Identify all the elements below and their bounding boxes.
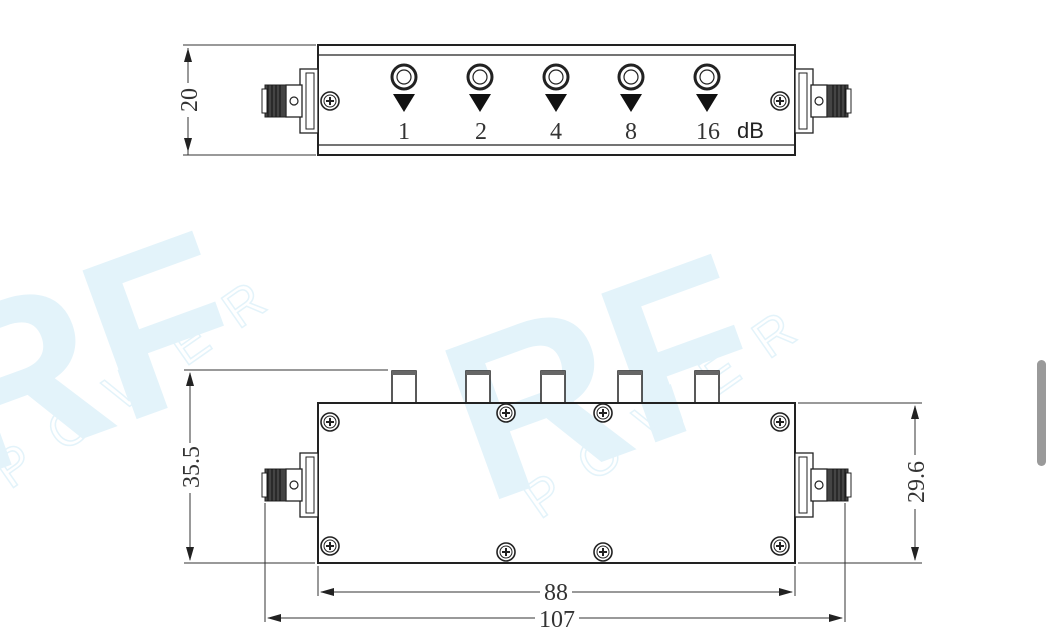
dimension-height-top: 20 <box>177 44 316 156</box>
screw-icon <box>770 91 790 111</box>
knob-8 <box>617 63 645 112</box>
rf-connector-left <box>261 452 319 518</box>
rf-connector-left <box>261 68 319 134</box>
rf-connector-right <box>794 452 852 518</box>
dim-29-6: 29.6 <box>904 461 930 503</box>
knob-4 <box>542 63 570 112</box>
arrow-down-icon <box>545 94 567 112</box>
screw-icon <box>770 536 790 556</box>
label-4: 4 <box>550 119 562 145</box>
dim-88: 88 <box>544 580 568 606</box>
scrollbar-thumb[interactable] <box>1037 360 1046 466</box>
knob-2 <box>466 63 494 112</box>
dim-107: 107 <box>539 607 575 633</box>
label-16: 16 <box>696 119 720 145</box>
screw-icon <box>320 91 340 111</box>
unit-label: dB <box>737 118 764 143</box>
watermark: RF POWER RF POWER <box>0 181 831 551</box>
label-1: 1 <box>398 119 410 145</box>
label-8: 8 <box>625 119 637 145</box>
screw-icon <box>496 403 516 423</box>
dimension-body-length: 88 <box>317 566 796 606</box>
arrow-down-icon <box>469 94 491 112</box>
screw-icon <box>320 536 340 556</box>
knob-shafts <box>391 370 720 404</box>
screw-icon <box>593 403 613 423</box>
screw-icon <box>320 412 340 432</box>
front-view: 35.5 29.6 88 107 <box>179 369 930 633</box>
knob-16 <box>693 63 721 112</box>
arrow-down-icon <box>696 94 718 112</box>
knob-1 <box>390 63 418 112</box>
top-view: 1 2 4 8 16 dB 20 <box>177 44 852 156</box>
screw-icon <box>496 542 516 562</box>
screw-icon <box>593 542 613 562</box>
arrow-down-icon <box>620 94 642 112</box>
dimension-total-height: 35.5 <box>179 369 388 564</box>
dim-35-5: 35.5 <box>179 446 205 488</box>
screw-icon <box>770 412 790 432</box>
dim-20: 20 <box>177 88 203 112</box>
dimension-body-height: 29.6 <box>798 402 930 564</box>
label-2: 2 <box>475 119 487 145</box>
arrow-down-icon <box>393 94 415 112</box>
dimension-total-length: 107 <box>264 503 846 633</box>
rf-connector-right <box>794 68 852 134</box>
